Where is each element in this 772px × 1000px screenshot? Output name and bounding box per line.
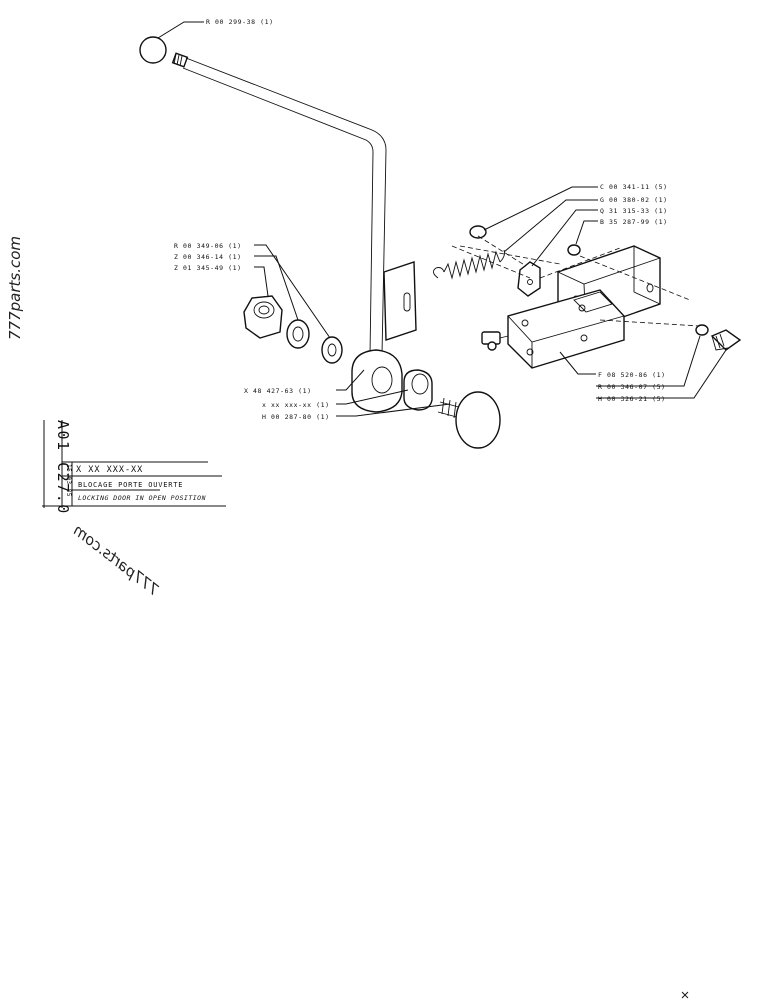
callout-r00349-06: R 00 349-06 (1) — [174, 242, 242, 250]
leader-lines — [157, 21, 727, 417]
callout-h00287-80: H 00 287-80 (1) — [262, 413, 330, 421]
title-block: A01 C27.0 15-03-85 X XX XXX-XX BLOCAGE P… — [42, 420, 226, 515]
rod-threaded-end — [171, 52, 189, 68]
callout-r00346-07: R 00 346-07 (5) — [598, 383, 666, 391]
callout-b35287-99: B 35 287-99 (1) — [600, 218, 668, 226]
washer-b35287 — [567, 244, 581, 256]
callout-q31315-33: Q 31 315-33 (1) — [600, 207, 668, 215]
lever-rod — [139, 36, 403, 413]
callout-labels: R 00 299-38 (1) C 00 341-11 (5) G 00 380… — [174, 18, 668, 421]
screw-h00326 — [695, 324, 742, 351]
watermark-vertical: 777parts.com — [6, 236, 24, 340]
title-block-ref: X XX XXX-XX — [76, 465, 143, 475]
washer-z01345 — [321, 336, 343, 364]
lever-hub — [351, 349, 403, 413]
callout-z01345-49: Z 01 345-49 (1) — [174, 264, 242, 272]
title-block-code: A01 C27.0 — [54, 420, 72, 515]
callout-xxxxxx-xx: x xx xxx-xx (1) — [262, 401, 330, 409]
callout-f08520-86: F 08 520-86 (1) — [598, 371, 666, 379]
assembly-lines — [451, 235, 701, 327]
door-bracket — [383, 261, 417, 341]
callout-r00299-38: R 00 299-38 (1) — [206, 18, 274, 26]
title-block-title-fr: BLOCAGE PORTE OUVERTE — [78, 481, 183, 489]
washer-z00346 — [286, 319, 310, 349]
callout-c00341-11: C 00 341-11 (5) — [600, 183, 668, 191]
knob-bolt-h00287 — [437, 391, 501, 449]
washer-c00341 — [469, 225, 487, 239]
corner-mark — [681, 991, 689, 999]
latch-plate-f08520 — [481, 289, 625, 369]
title-block-title-en: LOCKING DOOR IN OPEN POSITION — [78, 494, 206, 502]
callout-h00326-21: H 00 326-21 (5) — [598, 395, 666, 403]
clip-g00380 — [517, 261, 541, 297]
title-block-date: 15-03-85 — [65, 464, 72, 497]
callout-g00380-02: G 00 380-02 (1) — [600, 196, 668, 204]
lever-knob — [139, 36, 167, 64]
bushing-xxx — [403, 369, 433, 411]
latch-bolt — [481, 331, 509, 351]
callout-z00346-14: Z 00 346-14 (1) — [174, 253, 242, 261]
watermark-rotated: 777parts.com — [70, 521, 163, 599]
nut-r00349 — [243, 295, 283, 339]
tension-spring — [433, 249, 505, 280]
callout-x48427-63: X 48 427-63 (1) — [244, 387, 312, 395]
